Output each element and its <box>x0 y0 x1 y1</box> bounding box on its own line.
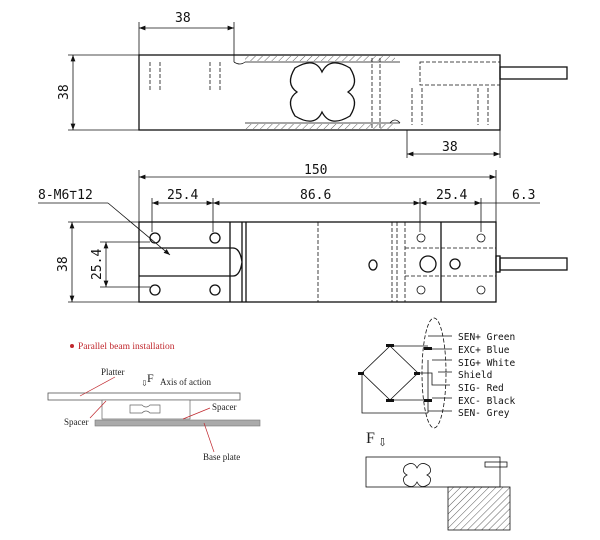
wire-sen-plus: SEN+ Green <box>458 332 515 343</box>
side-view: 150 25.4 86.6 25.4 6.3 8-M6⊤12 38 2 <box>38 163 568 303</box>
dim-middle: 86.6 <box>300 188 331 203</box>
wire-sen-minus: SEN- Grey <box>458 408 510 419</box>
axis-label: Axis of action <box>160 377 211 387</box>
platter-label: Platter <box>101 367 125 377</box>
dim-left-spacing: 25.4 <box>167 188 198 203</box>
force-arrow-icon: ⇩ <box>141 379 148 388</box>
load-diagram: F ⇩ <box>365 430 511 531</box>
top-dim-height: 38 <box>57 84 72 100</box>
top-dim-width: 38 <box>175 11 191 26</box>
spacer-left-label: Spacer <box>64 417 89 427</box>
wire-sig-minus: SIG- Red <box>458 383 504 394</box>
hole-spec: 8-M6⊤12 <box>38 188 93 203</box>
wire-exc-minus: EXC- Black <box>458 396 515 407</box>
dim-overhang: 6.3 <box>512 188 535 203</box>
installation-title: Parallel beam installation <box>78 342 175 352</box>
load-force-label: F <box>366 430 375 447</box>
mounting-holes <box>149 232 486 296</box>
top-dim-bottom: 38 <box>442 140 458 155</box>
force-label: F <box>147 371 154 385</box>
wiring-diagram: SEN+ Green EXC+ Blue SIG+ White Shield S… <box>358 317 515 429</box>
dim-right-spacing: 25.4 <box>436 188 467 203</box>
dim-total: 150 <box>304 163 327 178</box>
wire-shield: Shield <box>458 370 492 381</box>
top-view: 38 38 38 <box>57 11 568 158</box>
load-arrow-icon: ⇩ <box>378 437 387 449</box>
base-plate-label: Base plate <box>203 452 240 462</box>
wire-exc-plus: EXC+ Blue <box>458 345 510 356</box>
dim-height: 38 <box>56 256 71 272</box>
wire-sig-plus: SIG+ White <box>458 358 515 369</box>
installation-diagram: Parallel beam installation Platter F ⇩ A… <box>47 342 261 462</box>
spacer-right-label: Spacer <box>212 402 237 412</box>
dim-hole-spacing: 25.4 <box>90 249 105 280</box>
